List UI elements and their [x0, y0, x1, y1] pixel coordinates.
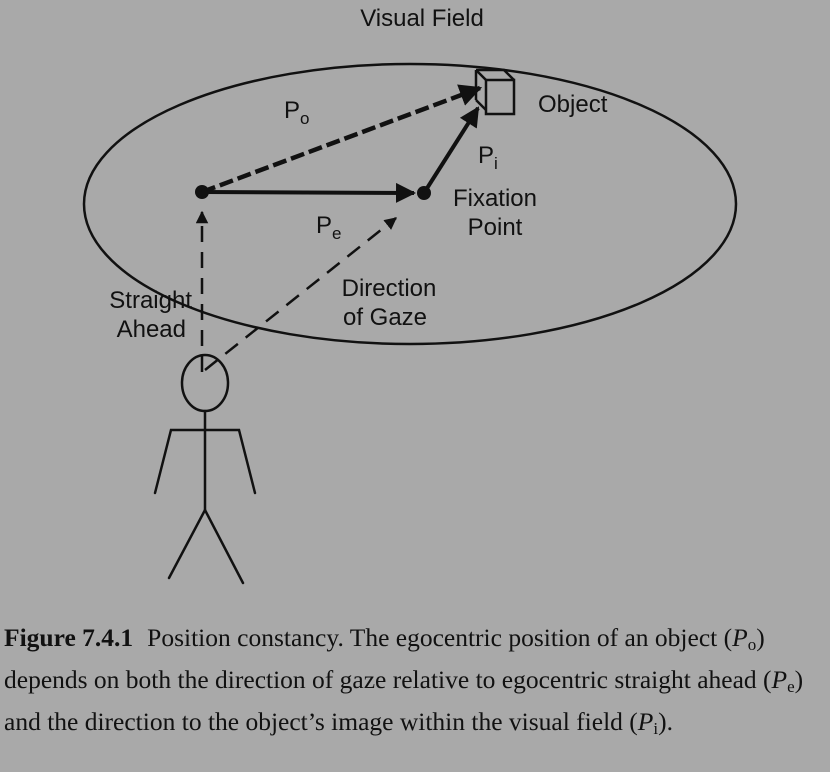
caption-text-1: Position constancy. The egocentric posit… [147, 623, 733, 652]
direction-of-gaze-label: Direction [342, 275, 437, 302]
position-constancy-diagram: Visual Field Object Po Pi Pe Fixation Po… [82, 5, 738, 585]
straight-ahead-label-2: Ahead [117, 316, 186, 343]
visual-field-ellipse [82, 62, 738, 346]
pi-label: Pi [478, 142, 498, 173]
figure-caption: Figure 7.4.1 Position constancy. The egoc… [4, 620, 826, 746]
gaze-direction-arrow [204, 217, 397, 371]
pi-arrow [422, 106, 480, 195]
pe-arrow [201, 182, 416, 203]
pe-label: Pe [316, 212, 341, 243]
caption-var-p-2: P [771, 665, 788, 694]
straight-ahead-label: Straight [109, 287, 192, 314]
observer-head [180, 353, 230, 413]
fixation-point-label: Fixation [453, 185, 537, 212]
direction-of-gaze-label-2: of Gaze [343, 304, 427, 331]
caption-sub-e: e [787, 677, 795, 696]
caption-text-3: ) and the direction to the object’s imag… [4, 665, 804, 736]
po-label: Po [284, 97, 309, 128]
po-arrow [201, 84, 483, 195]
caption-text-4: ). [658, 707, 673, 736]
object-cube [474, 68, 516, 116]
caption-var-p-3: P [637, 707, 654, 736]
observer-figure [153, 353, 257, 585]
visual-field-label: Visual Field [360, 5, 484, 32]
caption-text-2: ) depends on both the direction of gaze … [4, 623, 772, 694]
fixation-point-label-2: Point [468, 214, 523, 241]
caption-var-p: P [732, 623, 748, 652]
caption-sub-i: i [653, 719, 659, 738]
figure-number: Figure 7.4.1 [4, 623, 134, 652]
caption-sub-o: o [747, 635, 757, 654]
object-label: Object [538, 91, 608, 118]
